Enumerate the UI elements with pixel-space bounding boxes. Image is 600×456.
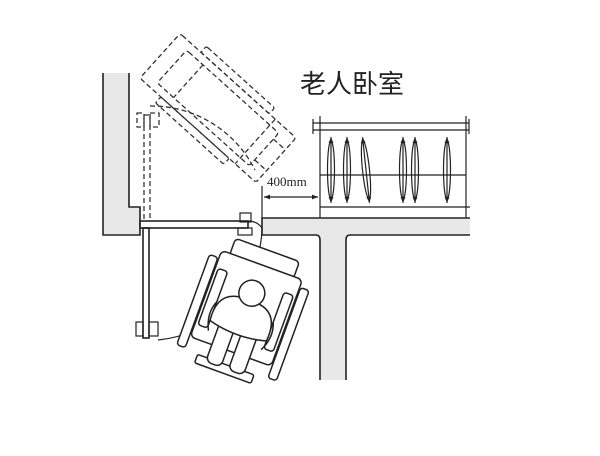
door-swing-arc-dashed [149,105,256,171]
door-open-down [135,227,159,339]
dimension-400mm: 400mm [261,174,318,218]
left-wall [102,73,141,236]
person-head [238,279,266,307]
wheelchair-armrest-right [263,292,294,352]
door-handle-icon [135,321,144,337]
door-closed [139,212,263,236]
person-torso [209,295,273,342]
dimension-label: 400mm [267,174,307,189]
door-handle-icon [239,212,252,223]
hanging-garment [342,137,352,203]
hanging-garment [410,137,420,203]
hanging-garments [326,137,452,203]
hanging-garment [398,137,408,203]
room-label: 老人卧室 [300,70,404,100]
wheelchair-right-wheel [267,287,310,381]
wardrobe [312,116,470,218]
door-open-up-dashed [136,112,160,222]
t-shaped-wall [261,217,470,380]
hanging-garment [360,137,372,203]
wheelchair-user [176,238,310,384]
wheelchair-left-wheel [176,254,218,348]
wheelchair-armrest-left [197,268,228,328]
wheelchair-outline-dashed [140,34,296,182]
person-arm-left [207,301,218,331]
hanging-garment [326,137,336,203]
person-arm-right [260,322,274,351]
hanging-garment [442,137,452,203]
